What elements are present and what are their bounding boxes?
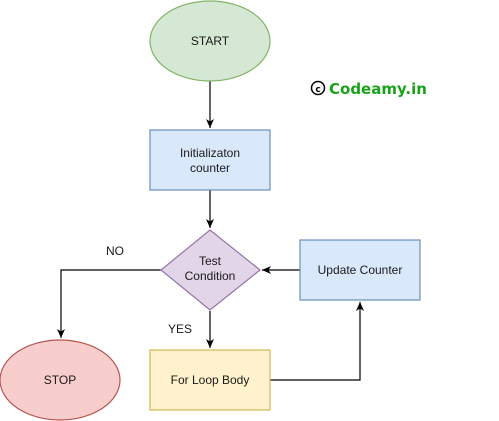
brand-text: Codeamy.in	[329, 80, 427, 98]
loop-body-node: For Loop Body	[149, 349, 271, 411]
edge-body-to-update	[270, 302, 364, 381]
watermark: c Codeamy.in	[310, 80, 427, 98]
init-label-line1: Initializaton	[180, 146, 240, 160]
copyright-icon	[310, 80, 326, 96]
init-node: Initializaton counter	[149, 129, 271, 191]
edge-test-to-stop	[57, 269, 161, 338]
start-node: START	[149, 0, 271, 82]
start-label: START	[191, 34, 230, 48]
test-condition-node: Test Condition	[160, 229, 261, 311]
edge-label-no: NO	[106, 244, 124, 258]
body-label: For Loop Body	[171, 373, 250, 387]
init-label-line2: counter	[190, 161, 230, 175]
update-label: Update Counter	[318, 263, 403, 277]
edge-label-yes: YES	[168, 322, 192, 336]
update-counter-node: Update Counter	[299, 239, 421, 301]
test-label-line1: Test	[199, 254, 222, 268]
stop-node: STOP	[0, 339, 121, 421]
copyright-symbol: c	[315, 85, 320, 95]
test-label-line2: Condition	[185, 269, 236, 283]
stop-label: STOP	[44, 373, 76, 387]
